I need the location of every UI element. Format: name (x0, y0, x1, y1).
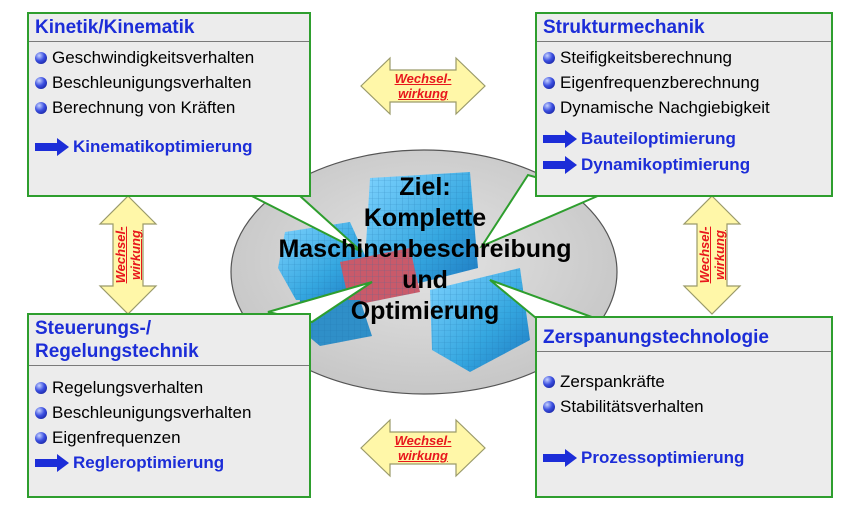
list-item: Zerspankräfte (537, 369, 831, 394)
bullet-dot-icon (35, 77, 47, 89)
blue-arrow-icon (543, 449, 577, 467)
goal-line: Ziel: (399, 173, 451, 201)
connector-wedges (239, 173, 603, 324)
list-item: Geschwindigkeitsverhalten (29, 45, 309, 70)
double-arrow-icon (98, 56, 742, 478)
box-title: Kinetik/Kinematik (35, 17, 195, 38)
title-divider (537, 41, 831, 42)
list-item: Eigenfrequenzen (29, 425, 309, 450)
box-title: Steuerungs-/ Regelungstechnik (35, 318, 199, 362)
list-item: Regelungsverhalten (29, 375, 309, 400)
bullet-dot-icon (543, 102, 555, 114)
list-item: Eigenfrequenzberechnung (537, 70, 831, 95)
interaction-label-top: Wechsel- wirkung (394, 71, 452, 101)
optimization-item: Prozessoptimierung (537, 445, 831, 471)
bullet-dot-icon (35, 102, 47, 114)
optimization-item: Dynamikoptimierung (537, 152, 831, 178)
bullet-dot-icon (35, 52, 47, 64)
goal-line: und (402, 266, 448, 294)
list-item: Dynamische Nachgiebigkeit (537, 95, 831, 120)
blue-arrow-icon (543, 130, 577, 148)
list-item: Beschleunigungsverhalten (29, 70, 309, 95)
title-divider (29, 41, 309, 42)
optimization-item: Bauteiloptimierung (537, 126, 831, 152)
title-divider (537, 351, 831, 352)
box-strukturmechanik: Strukturmechanik Steifigkeitsberechnung … (535, 12, 833, 197)
bullet-dot-icon (35, 382, 47, 394)
list-item: Steifigkeitsberechnung (537, 45, 831, 70)
goal-line: Maschinenbeschreibung (278, 235, 572, 263)
goal-text: Ziel: Komplette Maschinenbeschreibung un… (255, 172, 595, 327)
interaction-label-bottom: Wechsel- wirkung (394, 433, 452, 463)
list-item: Stabilitätsverhalten (537, 394, 831, 419)
blue-arrow-icon (543, 156, 577, 174)
title-divider (29, 365, 309, 366)
box-steuerungs-regelungstechnik: Steuerungs-/ Regelungstechnik Regelungsv… (27, 313, 311, 498)
interaction-label-right: Wechsel- wirkung (697, 226, 727, 284)
blue-arrow-icon (35, 138, 69, 156)
box-zerspanungstechnologie: Zerspanungstechnologie Zerspankräfte Sta… (535, 316, 833, 498)
interaction-label-left: Wechsel- wirkung (113, 226, 143, 284)
optimization-item: Regleroptimierung (29, 450, 309, 476)
list-item: Berechnung von Kräften (29, 95, 309, 120)
goal-line: Optimierung (350, 297, 500, 325)
bullet-dot-icon (543, 52, 555, 64)
bullet-dot-icon (543, 376, 555, 388)
box-title: Strukturmechanik (543, 17, 705, 38)
bullet-dot-icon (543, 77, 555, 89)
bullet-dot-icon (35, 432, 47, 444)
list-item: Beschleunigungsverhalten (29, 400, 309, 425)
bullet-dot-icon (543, 401, 555, 413)
box-title: Zerspanungstechnologie (543, 327, 769, 348)
bullet-dot-icon (35, 407, 47, 419)
goal-line: Komplette (363, 204, 487, 232)
blue-arrow-icon (35, 454, 69, 472)
box-kinetik-kinematik: Kinetik/Kinematik Geschwindigkeitsverhal… (27, 12, 311, 197)
optimization-item: Kinematikoptimierung (29, 134, 309, 160)
